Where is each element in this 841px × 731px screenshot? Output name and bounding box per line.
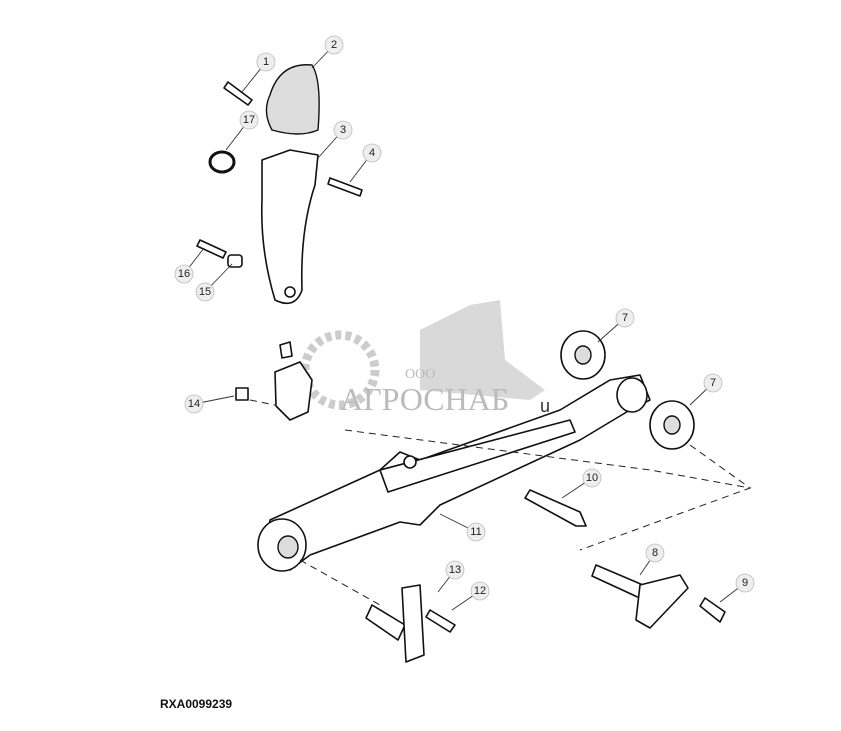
callout-number: 12 bbox=[474, 585, 486, 597]
lever-11 bbox=[257, 374, 651, 572]
callout-number: 11 bbox=[470, 526, 481, 538]
callout-12: 12 bbox=[451, 581, 490, 611]
callout-number: 14 bbox=[188, 398, 200, 410]
callout-number: 7 bbox=[710, 377, 716, 389]
bolt-16 bbox=[196, 239, 227, 259]
callout-circle bbox=[324, 35, 344, 55]
callout-number: 4 bbox=[369, 147, 375, 159]
pin-8 bbox=[591, 564, 689, 629]
callout-circle bbox=[333, 120, 353, 140]
callout-circle bbox=[615, 308, 635, 328]
callout-circle bbox=[470, 581, 490, 601]
callout-7: 7 bbox=[597, 308, 635, 343]
callout-circle bbox=[735, 573, 755, 593]
pedal-arm-3 bbox=[260, 149, 319, 305]
callout-16: 16 bbox=[174, 247, 205, 284]
callout-circle bbox=[703, 373, 723, 393]
bolt-12 bbox=[425, 609, 456, 633]
callout-circle bbox=[362, 143, 382, 163]
callout-circle bbox=[184, 394, 204, 414]
watermark-suffix: u bbox=[540, 396, 550, 416]
callout-9: 9 bbox=[719, 573, 755, 603]
callout-1: 1 bbox=[241, 52, 276, 93]
callout-17: 17 bbox=[225, 110, 259, 151]
bolt-10 bbox=[524, 489, 587, 527]
callout-number: 7 bbox=[622, 312, 628, 324]
callout-13: 13 bbox=[437, 560, 465, 593]
callout-number: 10 bbox=[586, 472, 598, 484]
callout-circle bbox=[174, 264, 194, 284]
nut-15 bbox=[227, 254, 243, 268]
pedal-assembly bbox=[196, 64, 363, 305]
callout-number: 9 bbox=[742, 577, 748, 589]
watermark-prefix: ООО bbox=[405, 367, 435, 382]
seal-ring-17 bbox=[208, 150, 236, 174]
watermark-logo: ООО АГРОСНАБ u bbox=[300, 300, 550, 417]
callout-7: 7 bbox=[689, 373, 723, 406]
callout-11: 11 bbox=[439, 513, 486, 542]
bolt-4 bbox=[327, 177, 363, 197]
callout-number: 3 bbox=[340, 124, 346, 136]
pin-13 bbox=[365, 584, 425, 663]
callout-circle bbox=[195, 282, 215, 302]
callout-14: 14 bbox=[184, 394, 235, 414]
pedal-pad-2 bbox=[265, 64, 320, 135]
callout-number: 8 bbox=[652, 547, 658, 559]
callout-number: 2 bbox=[331, 39, 337, 51]
callout-circle bbox=[466, 522, 486, 542]
callout-circle bbox=[445, 560, 465, 580]
callout-number: 15 bbox=[199, 286, 211, 298]
bolt-9 bbox=[699, 597, 726, 623]
figure-id: RXA0099239 bbox=[160, 697, 233, 711]
callout-circle bbox=[645, 543, 665, 563]
callout-3: 3 bbox=[317, 120, 353, 159]
bracket-assembly bbox=[235, 341, 313, 421]
watermark-name: АГРОСНАБ bbox=[340, 381, 509, 417]
callout-circle bbox=[239, 110, 259, 130]
callout-15: 15 bbox=[195, 263, 233, 302]
callout-4: 4 bbox=[349, 143, 382, 183]
clip-14 bbox=[235, 387, 249, 401]
callout-number: 1 bbox=[263, 56, 269, 68]
callout-circle bbox=[256, 52, 276, 72]
callout-number: 17 bbox=[243, 114, 255, 126]
bolt-1 bbox=[223, 81, 253, 106]
callout-circle bbox=[582, 468, 602, 488]
callout-10: 10 bbox=[561, 468, 602, 499]
callout-number: 16 bbox=[178, 268, 190, 280]
callout-2: 2 bbox=[311, 35, 344, 69]
callout-8: 8 bbox=[639, 543, 665, 576]
callout-number: 13 bbox=[449, 564, 461, 576]
